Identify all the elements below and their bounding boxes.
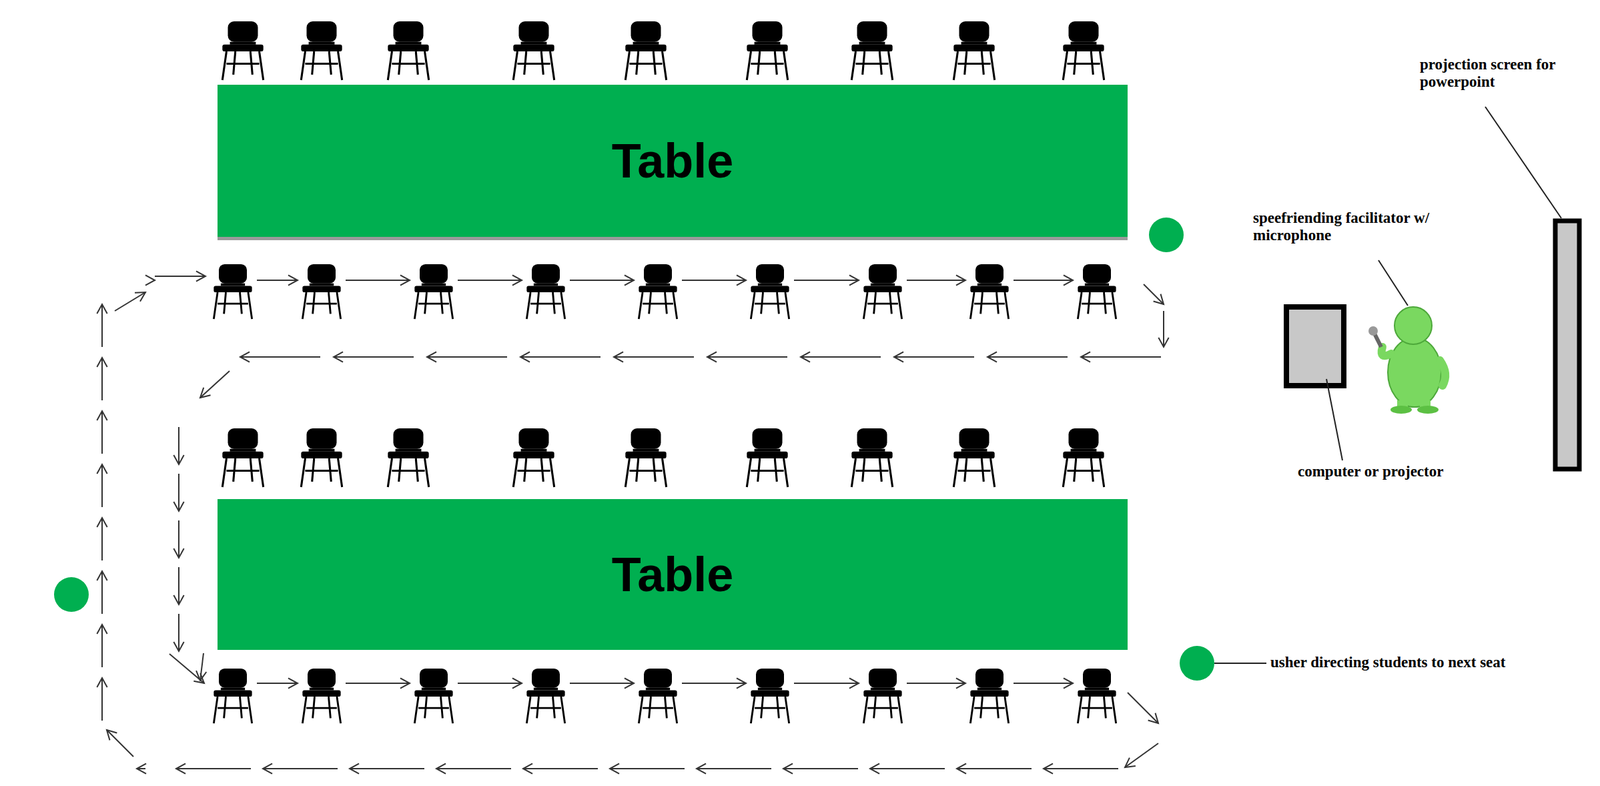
chair-icon — [387, 21, 429, 81]
chair-icon — [625, 21, 666, 81]
chair-icon — [513, 428, 554, 488]
chair-icon — [300, 21, 342, 81]
chair-icon — [953, 21, 995, 81]
chair-icon — [953, 428, 995, 488]
callout-label: speefriending facilitator w/ microphone — [1253, 209, 1494, 245]
chair-icon — [750, 264, 789, 319]
table-label: Table — [611, 550, 734, 599]
callout-label: projection screen for powerpoint — [1419, 56, 1580, 92]
leader-lines — [1214, 106, 1562, 664]
chair-icon — [638, 264, 677, 319]
chair-icon — [213, 264, 252, 319]
callout-label: usher directing students to next seat — [1270, 653, 1506, 672]
chair-icon — [851, 428, 893, 488]
usher-dot — [1148, 217, 1184, 253]
chair-icon — [513, 21, 554, 81]
chair-icon — [851, 21, 893, 81]
chair-icon — [387, 428, 429, 488]
chair-icon — [222, 21, 263, 81]
chair-icon — [302, 668, 341, 724]
chair-icon — [222, 428, 263, 488]
flow-arrows — [96, 270, 1169, 774]
chair-icon — [213, 668, 252, 724]
chair-icon — [750, 668, 789, 724]
chair-icon — [1062, 21, 1104, 81]
chair-icon — [863, 264, 902, 319]
chair-icon — [414, 668, 453, 724]
chair-icon — [302, 264, 341, 319]
usher-dot — [54, 577, 89, 612]
chair-icon — [1077, 668, 1116, 724]
chair-icon — [625, 428, 666, 488]
facilitator-figure — [1368, 306, 1446, 414]
chair-icon — [970, 668, 1009, 724]
chair-icon — [1062, 428, 1104, 488]
computer-box — [1286, 306, 1344, 386]
chair-icon — [970, 264, 1009, 319]
chair-icon — [746, 21, 788, 81]
table-box: Table — [217, 84, 1128, 237]
chair-icon — [863, 668, 902, 724]
chair-icon — [746, 428, 788, 488]
callout-label: computer or projector — [1297, 463, 1444, 481]
table-box: Table — [217, 499, 1128, 650]
chair-icon — [638, 668, 677, 724]
usher-dot — [1179, 645, 1215, 681]
chair-icon — [526, 668, 565, 724]
table-label: Table — [611, 136, 734, 185]
chair-icon — [300, 428, 342, 488]
chair-icon — [526, 264, 565, 319]
projection-screen — [1555, 220, 1580, 470]
chair-icon — [1077, 264, 1116, 319]
chair-icon — [414, 264, 453, 319]
